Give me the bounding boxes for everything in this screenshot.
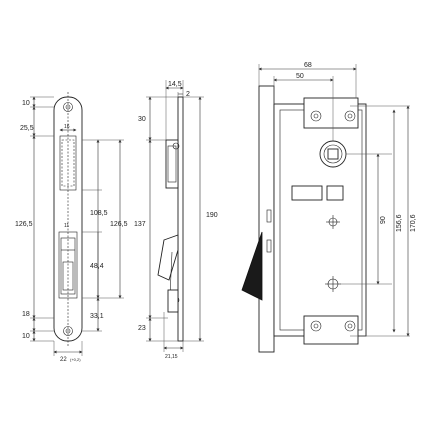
dim-top-14-5: 14,5 (168, 81, 182, 88)
dim-rear-68: 68 (304, 62, 312, 69)
side-latch-lever (157, 234, 179, 281)
rear-faceplate (258, 85, 275, 353)
dim-left-10-bottom: 10 (22, 333, 30, 340)
dim-right-126-5: 126,5 (110, 221, 128, 228)
dim-right-33-1: 33,1 (90, 313, 104, 320)
dim-rear-170-6: 170,6 (410, 214, 417, 232)
dim-right-48-4: 48,4 (90, 263, 104, 270)
dim-left-18: 18 (22, 311, 30, 318)
dim-rear-90: 90 (380, 216, 387, 224)
dim-width-22: 22 (60, 357, 67, 363)
dim-width-16: 16 (64, 124, 70, 130)
dim-left-10-top: 10 (22, 100, 30, 107)
dim-left-25-5: 25,5 (20, 125, 34, 132)
dim-side-30: 30 (138, 116, 146, 123)
dim-side-21-15: 21,15 (165, 354, 178, 360)
spindle-hub (319, 140, 347, 168)
dim-left-126-5: 126,5 (15, 221, 33, 228)
side-faceplate (177, 96, 184, 342)
dim-inner-11: 11 (64, 223, 69, 229)
side-view: 14,5 2 30 137 23 190 21,15 (134, 80, 218, 360)
dim-side-23: 23 (138, 325, 146, 332)
front-view: 10 25,5 126,5 18 10 108,5 126,5 48,4 33,… (15, 92, 128, 363)
dim-width-22-tolerance: (+0,2) (70, 357, 81, 362)
rear-view: 68 50 90 156,6 170,6 (241, 62, 417, 353)
dim-top-2: 2 (186, 91, 190, 98)
dim-side-190: 190 (206, 212, 218, 219)
latch-wedge (241, 231, 263, 301)
dim-rear-156-6: 156,6 (396, 214, 403, 232)
dim-rear-50: 50 (296, 73, 304, 80)
rear-case (273, 103, 367, 337)
dim-right-108-5: 108,5 (90, 210, 108, 217)
dim-side-137: 137 (134, 221, 146, 228)
